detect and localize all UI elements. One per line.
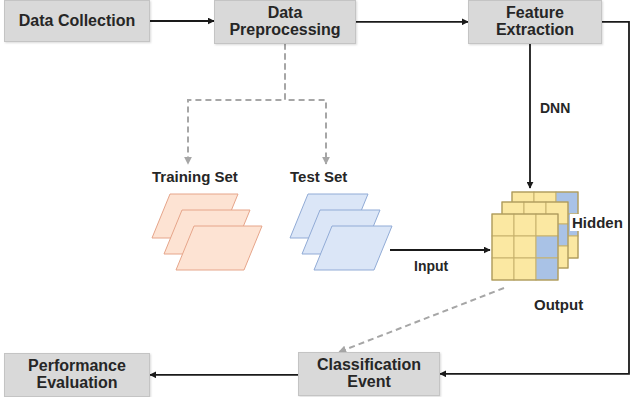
dashed-connector: [188, 44, 285, 164]
dnn-block: HiddenOutput: [490, 188, 620, 288]
sheet-stack: [286, 190, 390, 290]
process-box: Data Collection: [4, 0, 150, 42]
dashed-connector: [285, 44, 326, 164]
box-label: Data Preprocessing: [221, 5, 349, 39]
arrow-connector: [150, 20, 214, 22]
sheet-stack: [148, 190, 260, 290]
box-label: Classification Event: [305, 357, 433, 391]
process-box: Data Preprocessing: [214, 0, 356, 44]
edge-label: Input: [412, 258, 450, 274]
network-cell: [536, 214, 558, 236]
arrow-connector: [356, 21, 468, 23]
network-cell: [514, 236, 536, 258]
box-label: Feature Extraction: [475, 5, 595, 39]
neural-network-grid: [490, 188, 590, 288]
dataset-stack: Training Set: [148, 168, 260, 288]
box-label: Performance Evaluation: [11, 358, 143, 392]
process-box: Performance Evaluation: [4, 353, 150, 397]
network-cell: [514, 214, 536, 236]
network-cell: [492, 258, 514, 280]
network-cell: [492, 236, 514, 258]
dashed-connector: [339, 288, 504, 352]
arrow-connector: [150, 374, 298, 376]
output-label: Output: [534, 296, 583, 313]
network-cell: [536, 236, 558, 258]
dataset-stack: Test Set: [286, 168, 390, 288]
arrow-connector: [390, 249, 490, 251]
arrow-connector: [529, 44, 531, 188]
network-layer: [492, 214, 558, 280]
set-heading: Test Set: [290, 168, 347, 185]
process-box: Classification Event: [298, 352, 440, 396]
box-label: Data Collection: [19, 13, 135, 30]
network-cell: [514, 258, 536, 280]
data-sheet: [176, 226, 262, 270]
layer-label: Hidden: [570, 214, 625, 231]
arrow-connector: [440, 22, 629, 374]
edge-label: DNN: [538, 100, 572, 116]
set-heading: Training Set: [152, 168, 238, 185]
process-box: Feature Extraction: [468, 0, 602, 44]
data-sheet: [314, 226, 392, 270]
network-cell: [536, 258, 558, 280]
network-cell: [492, 214, 514, 236]
